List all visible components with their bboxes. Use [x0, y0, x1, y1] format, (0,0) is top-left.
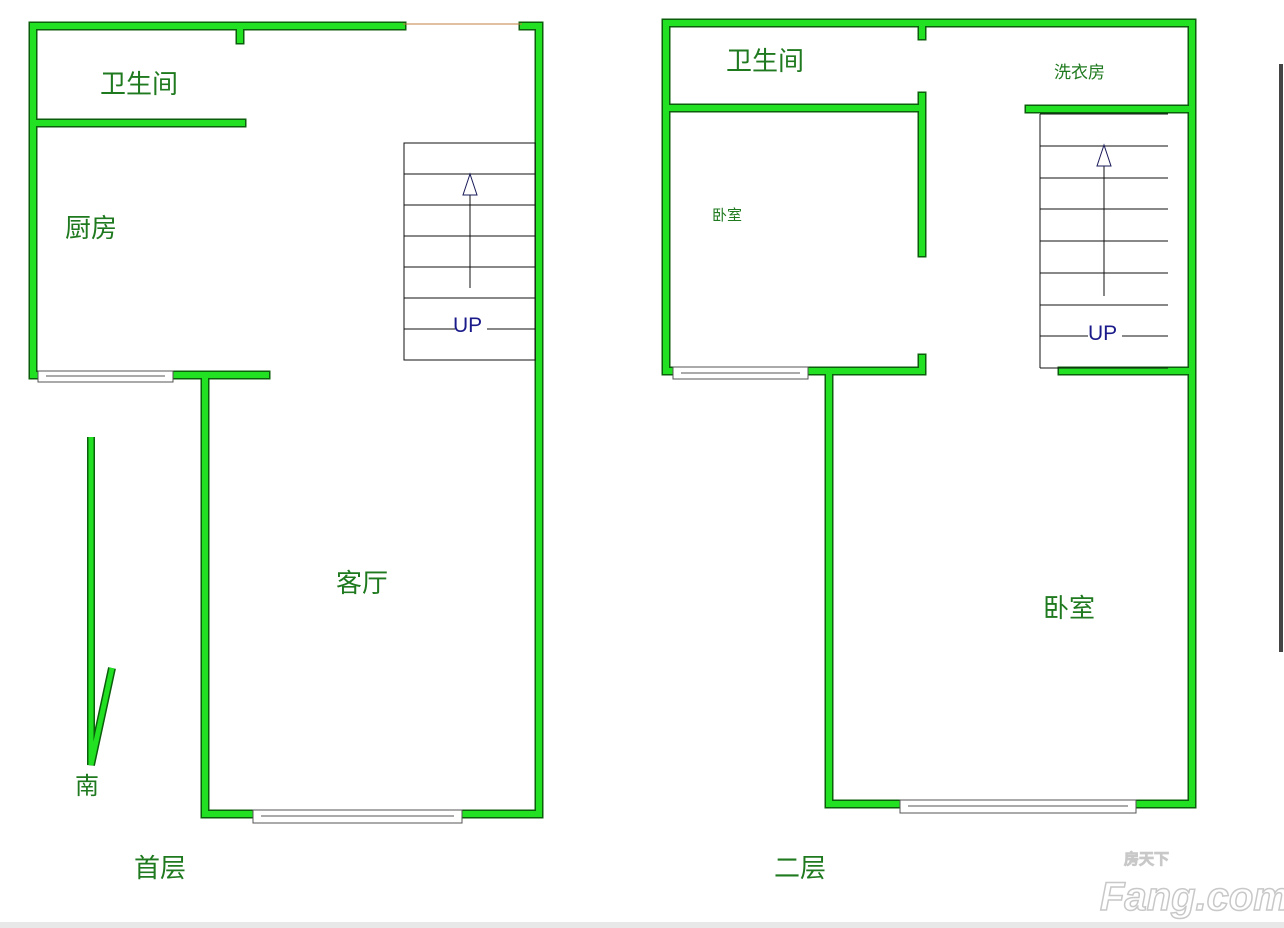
floor2-laundry-label: 洗衣房 — [1054, 63, 1105, 83]
floor2-large-bedroom-label: 卧室 — [1043, 594, 1095, 624]
floor2-small-bedroom-label: 卧室 — [712, 206, 742, 224]
floor2-bathroom-label: 卫生间 — [726, 47, 804, 77]
floor2-stairs — [1039, 113, 1168, 369]
floor1-windows — [37, 370, 463, 824]
floor1-bathroom-label: 卫生间 — [100, 70, 178, 100]
watermark-brand: Fang.com — [1100, 875, 1284, 919]
floor1-stair-label: UP — [453, 314, 482, 337]
compass-label: 南 — [75, 772, 99, 800]
floor2-walls — [661, 18, 1197, 809]
stair-arrow-icon — [462, 172, 478, 196]
floor1-kitchen-label: 厨房 — [65, 214, 117, 244]
floor2-windows — [672, 366, 1137, 814]
watermark-brand-cn: 房天下 — [1124, 850, 1169, 868]
bottom-scrollbar[interactable] — [0, 922, 1284, 928]
fang-logo-watermark: 房天下 Fang.com — [1099, 850, 1284, 920]
compass-arrow-icon — [87, 437, 116, 766]
floor1-living-label: 客厅 — [336, 569, 388, 599]
floor1-stairs — [403, 142, 536, 361]
floor2-stair-label: UP — [1088, 322, 1117, 345]
floor1-title: 首层 — [134, 854, 186, 884]
scrollbar[interactable] — [1279, 64, 1283, 652]
floor2-title: 二层 — [774, 854, 826, 884]
floor1-walls — [28, 21, 544, 819]
stair-arrow-icon — [1096, 143, 1112, 167]
